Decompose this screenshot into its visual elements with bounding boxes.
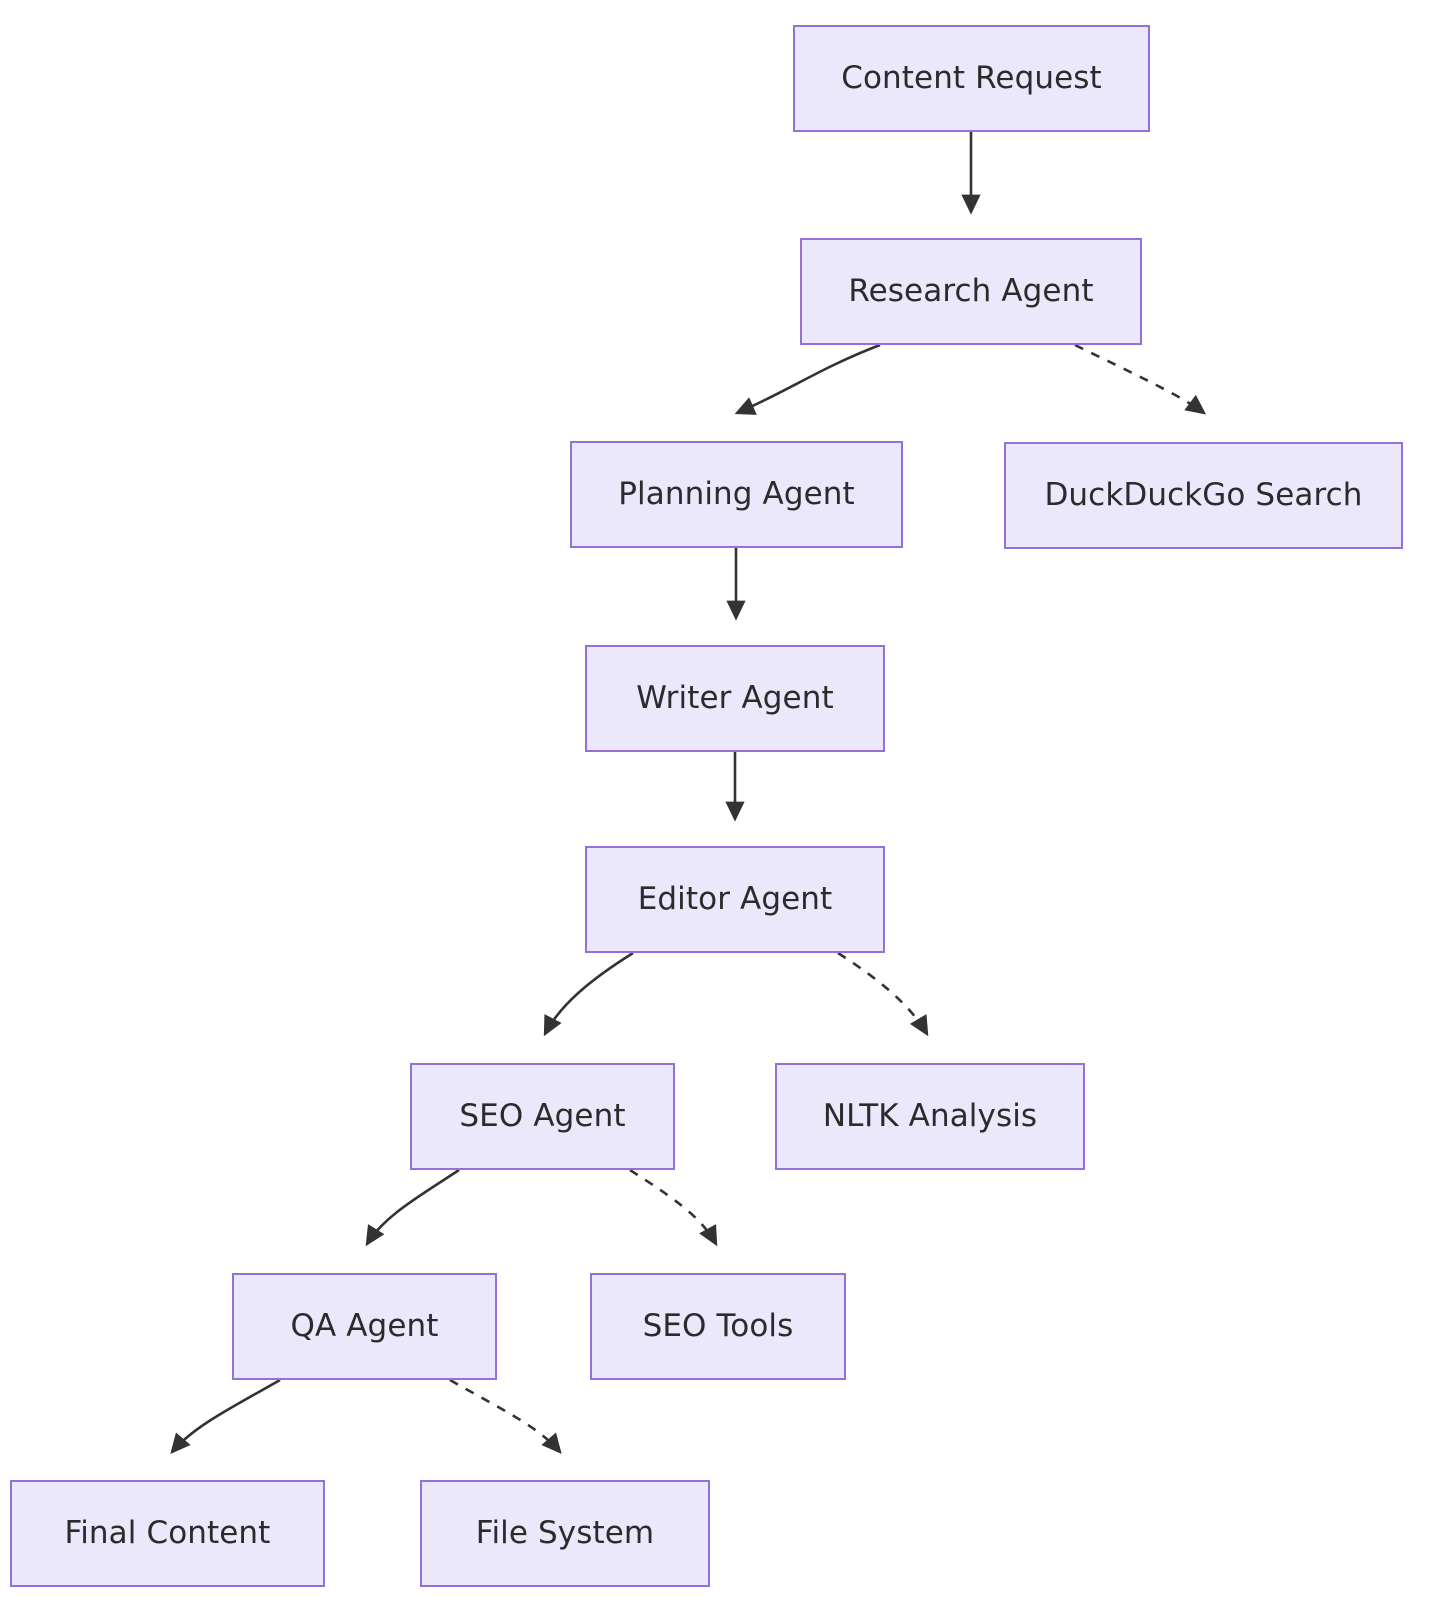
node-label: QA Agent <box>290 1307 439 1344</box>
node-label: SEO Agent <box>459 1097 626 1134</box>
edge-e-editor-nltk <box>837 951 929 1037</box>
node-label: Planning Agent <box>618 475 855 512</box>
node-writer-agent[interactable]: Writer Agent <box>585 645 885 752</box>
node-final-content[interactable]: Final Content <box>10 1480 325 1587</box>
node-label: Research Agent <box>848 272 1094 309</box>
node-duckduckgo-search[interactable]: DuckDuckGo Search <box>1004 442 1403 549</box>
node-label: Writer Agent <box>636 679 834 716</box>
edge-e-research-duck <box>1074 343 1207 415</box>
node-editor-agent[interactable]: Editor Agent <box>585 846 885 953</box>
edge-e-qa-final <box>170 1378 281 1454</box>
node-file-system[interactable]: File System <box>420 1480 710 1587</box>
node-seo-agent[interactable]: SEO Agent <box>410 1063 675 1170</box>
node-label: File System <box>475 1514 655 1551</box>
edge-e-seo-qa <box>365 1168 460 1247</box>
edge-e-editor-seo <box>543 951 634 1037</box>
node-seo-tools[interactable]: SEO Tools <box>590 1273 846 1380</box>
node-label: NLTK Analysis <box>822 1097 1038 1134</box>
node-label: DuckDuckGo Search <box>1044 476 1363 513</box>
node-qa-agent[interactable]: QA Agent <box>232 1273 497 1380</box>
edge-e-seo-seotools <box>629 1168 718 1247</box>
edge-e-research-planning <box>734 343 881 415</box>
node-label: Content Request <box>841 59 1102 96</box>
node-nltk-analysis[interactable]: NLTK Analysis <box>775 1063 1085 1170</box>
node-label: SEO Tools <box>642 1307 794 1344</box>
node-research-agent[interactable]: Research Agent <box>800 238 1142 345</box>
node-content-request[interactable]: Content Request <box>793 25 1150 132</box>
node-planning-agent[interactable]: Planning Agent <box>570 441 903 548</box>
edge-e-qa-filesystem <box>449 1378 562 1454</box>
node-label: Editor Agent <box>637 880 833 917</box>
node-label: Final Content <box>64 1514 271 1551</box>
